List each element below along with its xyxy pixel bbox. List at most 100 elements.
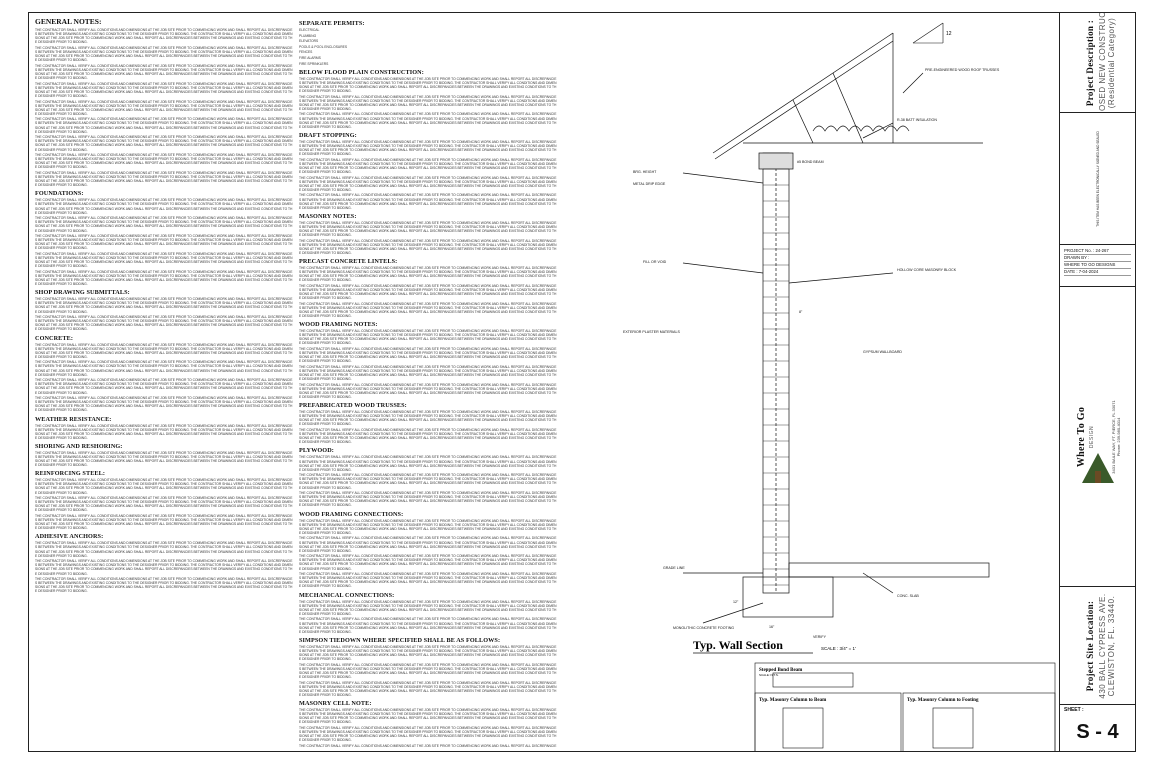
notes-paragraph: THE CONTRACTOR SHALL VERIFY ALL CONDITIO…	[35, 577, 293, 594]
notes-heading: Plywood:	[299, 447, 334, 455]
detail-panel-col-beam	[754, 692, 902, 751]
general-notes-title: General Notes:	[35, 17, 102, 26]
exterior-label: EXTERIOR PLASTER MATERIALS	[623, 330, 680, 334]
drawn-by-value: WHERE TO GO DESIGNS	[1064, 262, 1131, 269]
site-location-line2: CLEWISTON, FL. 33440.	[1106, 595, 1116, 696]
notes-heading: Mechanical Connections:	[299, 591, 395, 599]
notes-paragraph: THE CONTRACTOR SHALL VERIFY ALL CONDITIO…	[35, 117, 293, 134]
detail-panel-col-footing	[902, 692, 1056, 751]
notes-paragraph: THE CONTRACTOR SHALL VERIFY ALL CONDITIO…	[35, 198, 293, 215]
col-footing-shape	[932, 707, 974, 749]
notes-paragraph: THE CONTRACTOR SHALL VERIFY ALL CONDITIO…	[299, 518, 557, 535]
slope-label: 12	[946, 31, 952, 37]
bond-beam-block	[758, 152, 794, 170]
notes-paragraph: THE CONTRACTOR SHALL VERIFY ALL CONDITIO…	[299, 428, 557, 445]
dim-8-label: 8"	[799, 310, 803, 314]
roof-top-chord	[712, 32, 894, 154]
stepped-bond-beam-title: Stepped Bond Beam	[759, 668, 803, 673]
notes-heading: Below Flood Plain Construction:	[299, 68, 424, 76]
sheet-number: S - 4	[1076, 721, 1119, 743]
notes-heading: Precast Concrete Lintels:	[299, 258, 398, 266]
firm-logo-icon	[1082, 453, 1114, 483]
general-notes-body: THE CONTRACTOR SHALL VERIFY ALL CONDITIO…	[35, 28, 293, 594]
site-location-cell: Project Site Location: 430 BALL CYPRESS …	[1060, 587, 1135, 705]
notes-paragraph: THE CONTRACTOR SHALL VERIFY ALL CONDITIO…	[299, 536, 557, 553]
specification-notes-column: Separate Permits:ElectricalPlumbingEleva…	[299, 17, 557, 747]
col-beam-shape	[782, 707, 824, 749]
notes-heading: Simpson Tiedown Where Specified Shall be…	[299, 636, 501, 644]
title-block: Project Description : PROPOSED NEW CONST…	[1059, 13, 1135, 751]
project-description-cell: Project Description : PROPOSED NEW CONST…	[1060, 13, 1135, 113]
general-notes-column: General Notes: THE CONTRACTOR SHALL VERI…	[35, 17, 293, 747]
leader-1	[682, 172, 764, 184]
slab-label: CONC. SLAB	[897, 594, 919, 598]
notes-paragraph: THE CONTRACTOR SHALL VERIFY ALL CONDITIO…	[35, 252, 293, 269]
project-number: PROJECT No. : 24-267	[1064, 248, 1131, 255]
notes-paragraph: THE CONTRACTOR SHALL VERIFY ALL CONDITIO…	[299, 491, 557, 508]
firm-name: Where To Go	[1075, 406, 1087, 467]
roof-slope-indicator	[912, 22, 944, 44]
roof-top-chord-inner	[714, 40, 894, 160]
project-description-sub: (Residential Category)	[1106, 17, 1116, 108]
notes-heading: Draft Stopping:	[299, 131, 357, 139]
concrete-slab	[788, 562, 990, 578]
notes-paragraph: THE CONTRACTOR SHALL VERIFY ALL CONDITIO…	[299, 94, 557, 111]
gypsum-label: GYPSUM WALLBOARD	[863, 350, 902, 354]
notes-paragraph: THE CONTRACTOR SHALL VERIFY ALL CONDITIO…	[35, 478, 293, 495]
permit-list-item: Electrical	[299, 28, 320, 32]
firm-sub: DESIGN	[1088, 425, 1095, 448]
truss-web-2	[832, 72, 864, 144]
notes-paragraph: THE CONTRACTOR SHALL VERIFY ALL CONDITIO…	[35, 315, 293, 332]
notes-paragraph: THE CONTRACTOR SHALL VERIFY ALL CONDITIO…	[299, 572, 557, 589]
notes-paragraph: THE CONTRACTOR SHALL VERIFY ALL CONDITIO…	[299, 175, 557, 192]
notes-paragraph: THE CONTRACTOR SHALL VERIFY ALL CONDITIO…	[35, 269, 293, 287]
leader-5	[902, 72, 924, 94]
dim-16-label: 16"	[769, 625, 775, 629]
sheet-cell: SHEET : S - 4	[1060, 705, 1135, 751]
notes-heading: Masonry Cell Note:	[299, 699, 372, 707]
permit-list-item: Plumbing	[299, 33, 317, 38]
notes-paragraph: THE CONTRACTOR SHALL VERIFY ALL CONDITIO…	[299, 220, 557, 238]
leader-2	[682, 262, 764, 274]
notes-paragraph: THE CONTRACTOR SHALL VERIFY ALL CONDITIO…	[299, 725, 557, 743]
block-joints	[763, 168, 789, 586]
notes-paragraph: THE CONTRACTOR SHALL VERIFY ALL CONDITIO…	[35, 45, 293, 63]
notes-paragraph: THE CONTRACTOR SHALL VERIFY ALL CONDITIO…	[35, 559, 293, 576]
notes-paragraph: THE CONTRACTOR SHALL VERIFY ALL CONDITIO…	[299, 193, 557, 210]
notes-heading: Weather Resistance:	[35, 415, 112, 423]
fill-label: FILL OR VOID	[643, 260, 667, 264]
notes-paragraph: THE CONTRACTOR SHALL VERIFY ALL CONDITIO…	[35, 81, 293, 98]
notes-heading: Prefabricated Wood Trusses:	[299, 402, 407, 410]
pre-eng-label: PRE-ENGINEERED WOOD ROOF TRUSSES	[925, 68, 1000, 72]
permit-list-item: Pools & Pool Enclosures	[299, 44, 348, 49]
project-description-value: PROPOSED NEW CONSTRUCTION	[1097, 13, 1107, 113]
notes-paragraph: THE CONTRACTOR SHALL VERIFY ALL CONDITIO…	[35, 496, 293, 513]
stepped-beam-shape	[772, 672, 854, 688]
verify-label: VERIFY	[813, 635, 827, 639]
notes-paragraph: THE CONTRACTOR SHALL VERIFY ALL CONDITIO…	[299, 112, 557, 129]
notes-paragraph: THE CONTRACTOR SHALL VERIFY ALL CONDITIO…	[299, 329, 557, 346]
notes-heading: Concrete:	[35, 334, 74, 342]
seal-text: THIS ITEM HAS BEEN ELECTRONICALLY SIGNED…	[1095, 130, 1100, 227]
notes-paragraph: THE CONTRACTOR SHALL VERIFY ALL CONDITIO…	[299, 707, 557, 725]
detail-panel-stepped	[754, 662, 1056, 751]
permit-list-item: Fire Alarms	[299, 55, 321, 60]
truss-web-3	[792, 99, 814, 144]
notes-heading: Reinforcing Steel:	[35, 470, 106, 478]
notes-paragraph: THE CONTRACTOR SHALL VERIFY ALL CONDITIO…	[299, 644, 557, 662]
notes-paragraph: THE CONTRACTOR SHALL VERIFY ALL CONDITIO…	[35, 135, 293, 152]
notes-heading: Separate Permits:	[299, 20, 365, 27]
brg-height-label: BRG. HEIGHT	[633, 170, 657, 174]
r38-label: R-38 BATT INSULATION	[897, 118, 937, 122]
notes-paragraph: THE CONTRACTOR SHALL VERIFY ALL CONDITIO…	[299, 617, 557, 634]
notes-paragraph: THE CONTRACTOR SHALL VERIFY ALL CONDITIO…	[35, 378, 293, 395]
notes-heading: Wood Framing Connections:	[299, 510, 404, 518]
notes-paragraph: THE CONTRACTOR SHALL VERIFY ALL CONDITIO…	[35, 423, 293, 440]
notes-paragraph: THE CONTRACTOR SHALL VERIFY ALL CONDITIO…	[299, 455, 557, 472]
specification-notes-body: Separate Permits:ElectricalPlumbingEleva…	[299, 20, 557, 747]
drawing-area: 12 BRG. HEIGHT METAL DRIP EDGE R-38 BATT…	[563, 13, 1059, 751]
concrete-footing	[742, 576, 834, 618]
hollow-label: HOLLOW CORE MASONRY BLOCK	[897, 268, 957, 272]
notes-paragraph: THE CONTRACTOR SHALL VERIFY ALL CONDITIO…	[299, 382, 557, 400]
notes-paragraph: THE CONTRACTOR SHALL VERIFY ALL CONDITIO…	[299, 266, 557, 283]
